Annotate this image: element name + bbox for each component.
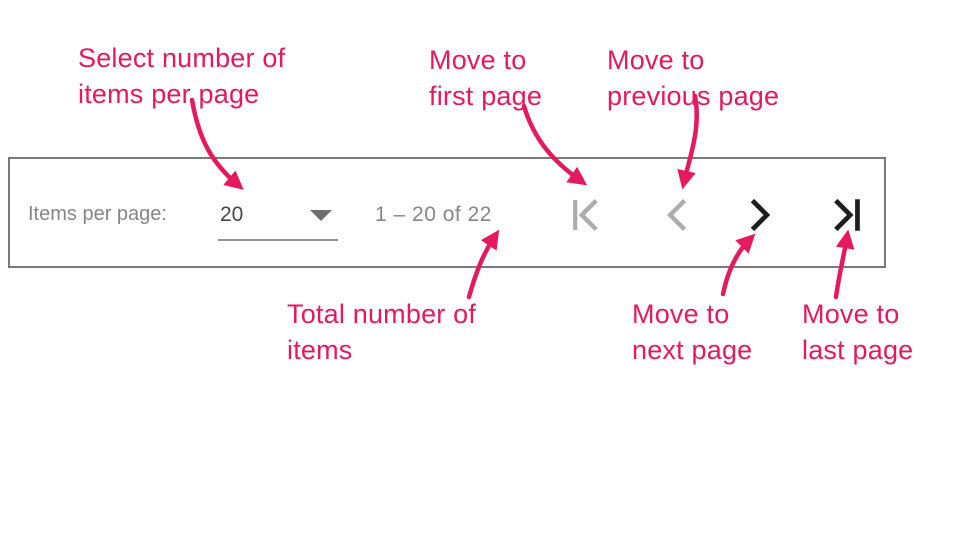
annotation-line: previous page bbox=[607, 81, 780, 111]
annotation-line: last page bbox=[802, 335, 914, 365]
chevron-left-icon bbox=[666, 198, 687, 232]
page-size-value: 20 bbox=[220, 203, 244, 226]
annotation-line: Move to bbox=[632, 299, 730, 329]
annotation-first-page: Move to first page bbox=[429, 42, 542, 114]
next-page-button[interactable] bbox=[737, 193, 781, 237]
dropdown-arrow-icon bbox=[310, 210, 332, 221]
annotation-line: Move to bbox=[802, 299, 900, 329]
annotation-line: Move to bbox=[429, 45, 527, 75]
annotation-select-items: Select number of items per page bbox=[78, 40, 285, 112]
chevron-right-icon bbox=[750, 198, 771, 232]
annotation-line: Move to bbox=[607, 45, 705, 75]
last-page-button[interactable] bbox=[823, 193, 867, 237]
annotation-total-items: Total number of items bbox=[287, 296, 476, 368]
select-underline bbox=[218, 239, 338, 241]
annotation-line: items bbox=[287, 335, 353, 365]
range-label: 1 – 20 of 22 bbox=[375, 203, 492, 226]
annotation-next-page: Move to next page bbox=[632, 296, 752, 368]
page-size-select[interactable]: 20 bbox=[218, 197, 342, 243]
annotation-line: first page bbox=[429, 81, 543, 111]
paginator-bar: Items per page: 20 1 – 20 of 22 bbox=[8, 157, 886, 268]
annotation-line: items per page bbox=[78, 79, 260, 109]
annotation-last-page: Move to last page bbox=[802, 296, 913, 368]
first-page-icon bbox=[573, 198, 598, 232]
items-per-page-label: Items per page: bbox=[28, 203, 167, 225]
annotation-line: next page bbox=[632, 335, 753, 365]
annotation-line: Select number of bbox=[78, 43, 286, 73]
last-page-icon bbox=[834, 198, 860, 232]
annotation-previous-page: Move to previous page bbox=[607, 42, 779, 114]
first-page-button[interactable] bbox=[565, 193, 609, 237]
previous-page-button[interactable] bbox=[656, 193, 700, 237]
annotation-line: Total number of bbox=[287, 299, 477, 329]
